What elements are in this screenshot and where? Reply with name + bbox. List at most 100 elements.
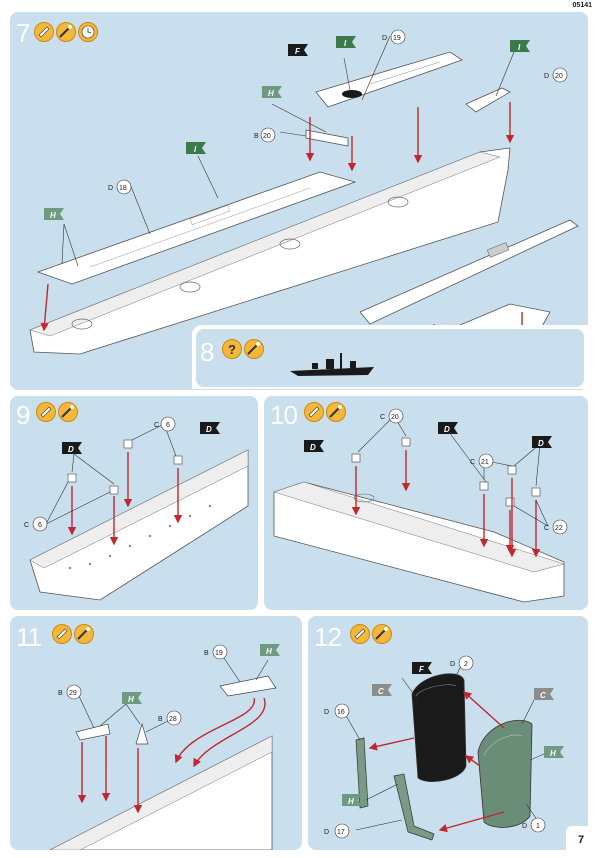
svg-text:D: D	[324, 829, 329, 836]
clock-icon	[78, 22, 98, 42]
part-b19	[219, 675, 277, 697]
flag-i-step7b: I	[510, 40, 530, 52]
brush-icon	[244, 339, 264, 359]
svg-text:D: D	[444, 425, 450, 434]
flag-h-step7b: H	[44, 208, 64, 220]
svg-text:21: 21	[481, 459, 489, 466]
svg-text:C: C	[470, 459, 475, 466]
svg-text:B: B	[58, 690, 63, 697]
svg-text:C: C	[540, 691, 546, 700]
svg-text:17: 17	[337, 829, 345, 836]
svg-text:H: H	[348, 797, 354, 806]
flag-h-step11b: H	[122, 692, 142, 704]
flag-i-step7c: I	[186, 142, 206, 154]
step-8-number: 8	[200, 337, 215, 367]
flag-i-step7a: I	[336, 36, 356, 48]
svg-text:C: C	[378, 687, 384, 696]
step-10-badges	[304, 402, 346, 422]
svg-text:D: D	[382, 35, 387, 42]
svg-text:?: ?	[228, 342, 236, 357]
flag-c-step12b: C	[534, 688, 554, 700]
svg-text:C: C	[154, 422, 159, 429]
deck-part-d19	[315, 51, 463, 108]
assembled-ship	[359, 219, 579, 325]
svg-text:28: 28	[169, 716, 177, 723]
flag-h-step7a: H	[262, 86, 282, 98]
step-11-badges	[52, 624, 94, 644]
part-b28	[135, 722, 149, 745]
svg-text:H: H	[550, 749, 556, 758]
part-b29	[75, 723, 111, 741]
svg-text:F: F	[419, 665, 425, 674]
flag-d-step10a: D	[304, 440, 324, 452]
svg-text:6: 6	[166, 422, 170, 429]
funnel-part-d1	[477, 719, 533, 828]
svg-text:D: D	[522, 823, 527, 830]
step-7-badges	[34, 22, 98, 42]
svg-text:H: H	[266, 647, 272, 656]
flag-d-step10c: D	[532, 436, 552, 448]
question-icon: ?	[222, 339, 242, 359]
step-9-badges	[36, 402, 78, 422]
flag-d-step10b: D	[438, 422, 458, 434]
brush-icon	[58, 402, 78, 422]
callout-d16: D 16	[324, 703, 350, 719]
funnel-part-d2	[411, 673, 467, 782]
flag-c-step12a: C	[372, 684, 392, 696]
glue-tube-icon	[36, 402, 56, 422]
flag-h-step12a: H	[544, 746, 564, 758]
glue-tube-icon	[304, 402, 324, 422]
svg-text:C: C	[380, 414, 385, 421]
part-d17	[393, 773, 435, 841]
flag-f-step7: F	[288, 44, 308, 56]
svg-text:D: D	[310, 443, 316, 452]
svg-text:C: C	[544, 525, 549, 532]
svg-text:H: H	[268, 89, 274, 98]
svg-text:20: 20	[391, 414, 399, 421]
svg-text:20: 20	[555, 73, 563, 80]
svg-text:H: H	[50, 211, 56, 220]
brush-icon	[74, 624, 94, 644]
callout-b29: B 29	[58, 684, 82, 700]
brush-icon	[372, 624, 392, 644]
svg-text:I: I	[518, 43, 521, 52]
flag-f-step12: F	[412, 662, 432, 674]
step-8-badges: ?	[222, 339, 264, 359]
page-number: 7	[566, 826, 596, 854]
step-8-panel: 8 ?	[196, 329, 584, 387]
step-7-number: 7	[16, 18, 31, 48]
document-code: 05141	[572, 2, 592, 9]
callout-d20: D 20	[544, 67, 568, 83]
deck-part-d20	[465, 87, 511, 113]
step-12-number: 12	[314, 622, 342, 652]
svg-text:1: 1	[536, 823, 540, 830]
svg-text:16: 16	[337, 709, 345, 716]
deck-part-d18	[36, 171, 357, 285]
svg-text:D: D	[544, 73, 549, 80]
svg-text:D: D	[538, 439, 544, 448]
svg-text:29: 29	[69, 690, 77, 697]
brush-icon	[56, 22, 76, 42]
svg-text:D: D	[108, 185, 113, 192]
step-11-number: 11	[16, 622, 42, 652]
svg-text:D: D	[324, 709, 329, 716]
svg-text:19: 19	[215, 650, 223, 657]
flag-d-step9b: D	[200, 422, 220, 434]
svg-text:D: D	[68, 445, 74, 454]
svg-text:I: I	[194, 145, 197, 154]
